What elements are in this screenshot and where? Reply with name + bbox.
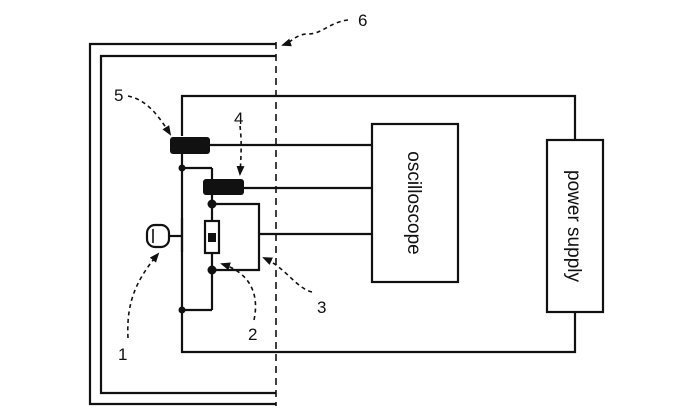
- enclosure: [88, 42, 276, 406]
- power-supply-box: power supply: [545, 138, 605, 314]
- numeral-1: 1: [118, 345, 127, 364]
- numeral-2: 2: [248, 325, 257, 344]
- leader-1: [127, 252, 160, 339]
- power-supply-label: power supply: [563, 170, 584, 282]
- leader-arrows: [127, 19, 349, 339]
- connector-4: [203, 179, 244, 195]
- reference-numerals: 1 2 3 4 5 6: [114, 11, 367, 364]
- leader-4: [236, 125, 245, 176]
- component-2: [203, 219, 221, 255]
- numeral-4: 4: [234, 109, 243, 128]
- connector-5: [170, 137, 210, 154]
- numeral-3: 3: [317, 298, 326, 317]
- leader-5: [127, 95, 172, 136]
- power-loop-wires: [180, 94, 577, 354]
- oscilloscope-box: oscilloscope: [370, 122, 460, 284]
- leader-2: [220, 262, 257, 321]
- leader-6: [281, 19, 349, 47]
- component-1-knob: [145, 218, 184, 252]
- numeral-6: 6: [358, 11, 367, 30]
- numeral-5: 5: [114, 86, 123, 105]
- oscilloscope-label: oscilloscope: [403, 151, 424, 255]
- leader-3: [262, 257, 313, 293]
- box-3: [212, 202, 261, 272]
